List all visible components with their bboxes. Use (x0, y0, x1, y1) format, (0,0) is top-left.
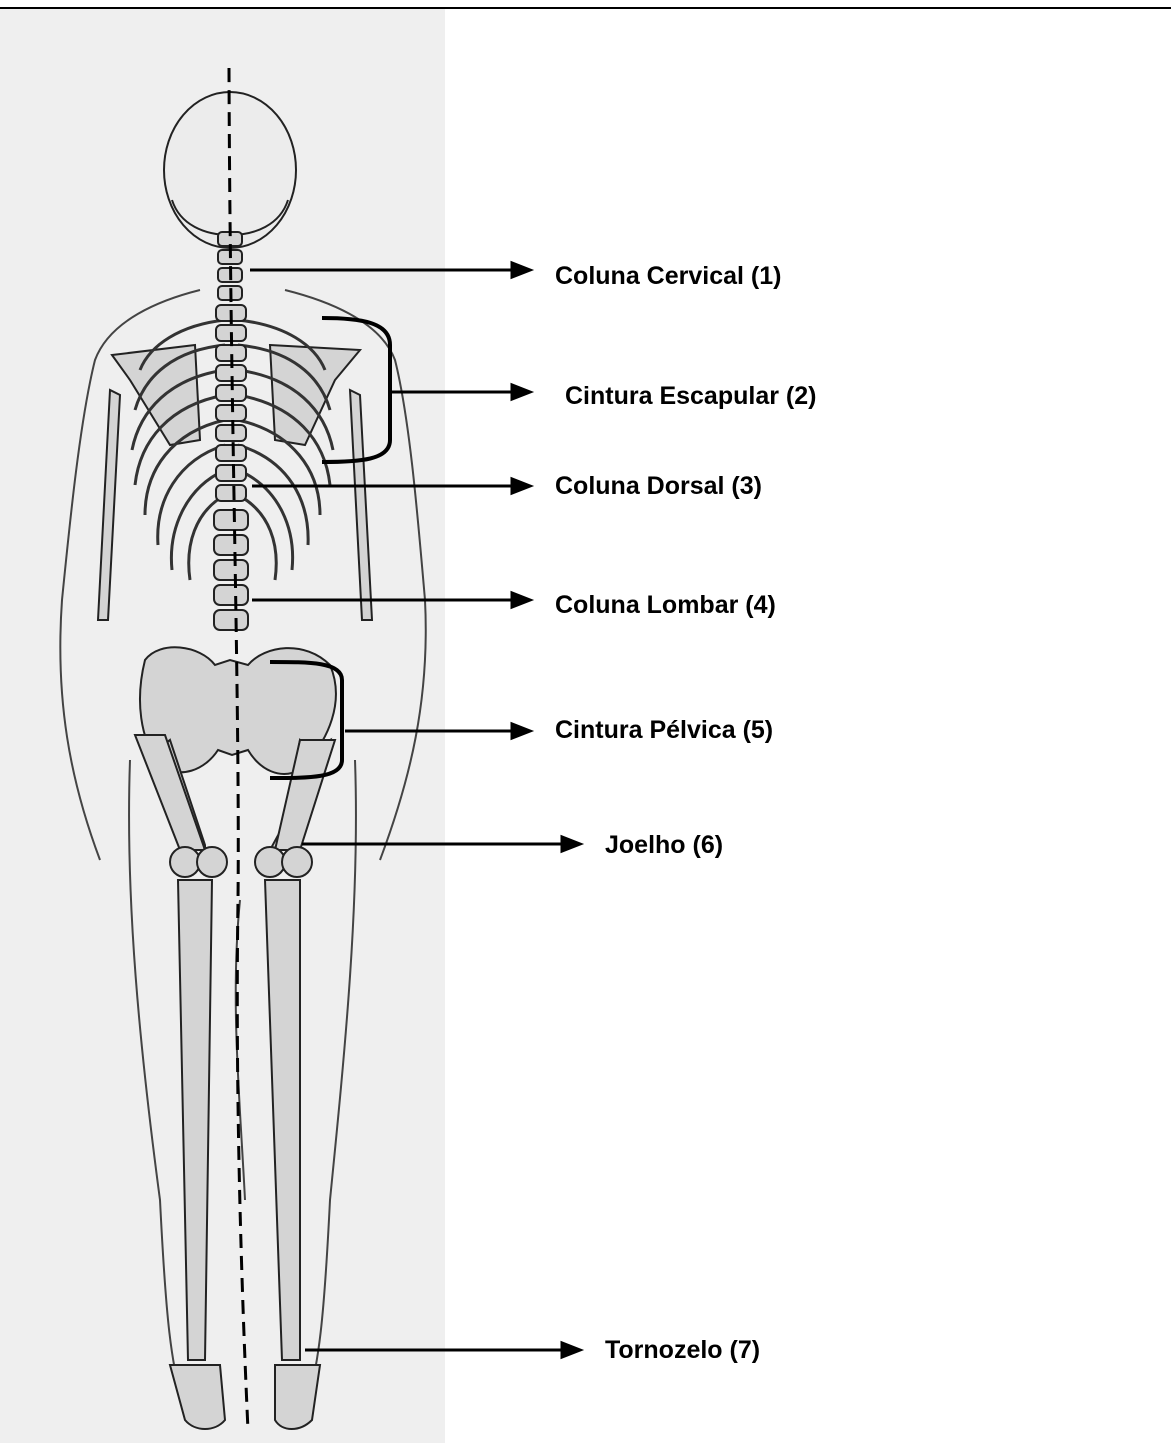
label-cintura-pelvica: Cintura Pélvica (5) (555, 718, 773, 743)
label-joelho: Joelho (6) (605, 833, 723, 858)
left-scapula (112, 345, 200, 445)
left-tibia (178, 880, 212, 1360)
left-arm-bone (98, 390, 120, 620)
label-tornozelo: Tornozelo (7) (605, 1338, 760, 1363)
label-cintura-escapular: Cintura Escapular (2) (565, 384, 816, 409)
right-arm-bone (350, 390, 372, 620)
spine-vertebrae (214, 305, 248, 630)
skeleton-figure (60, 92, 425, 1429)
label-coluna-cervical: Coluna Cervical (1) (555, 264, 781, 289)
right-scapula (270, 345, 360, 445)
right-tibia (265, 880, 300, 1360)
right-foot (275, 1365, 320, 1429)
knee-caps (170, 847, 312, 877)
left-foot (170, 1365, 225, 1429)
label-coluna-lombar: Coluna Lombar (4) (555, 593, 776, 618)
label-coluna-dorsal: Coluna Dorsal (3) (555, 474, 762, 499)
